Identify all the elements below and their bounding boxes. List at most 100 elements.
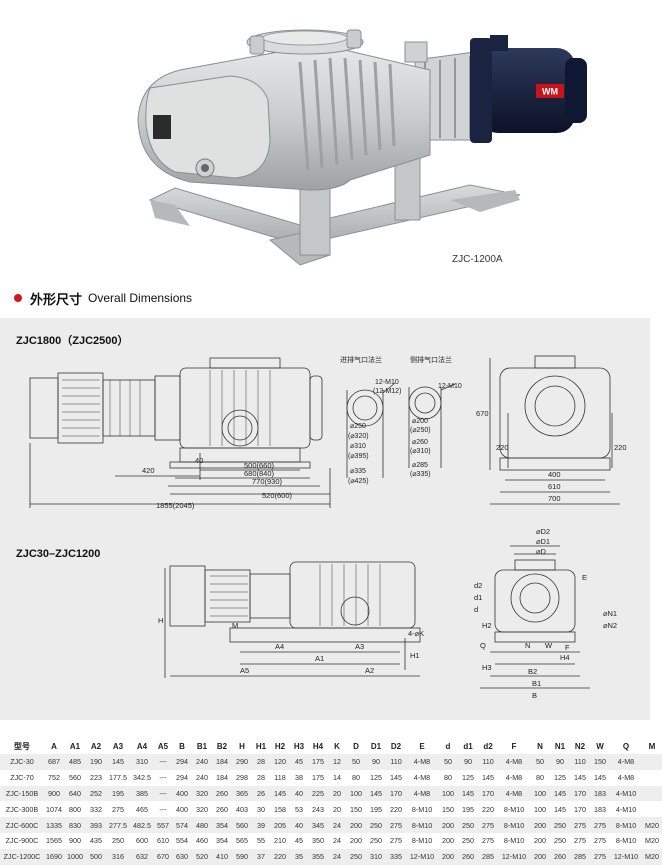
table-cell: 90 bbox=[366, 754, 386, 770]
table-cell: 220 bbox=[386, 801, 406, 818]
table-cell: 200 bbox=[346, 832, 366, 849]
table-cell: 145 bbox=[590, 769, 610, 786]
table-cell: 670 bbox=[154, 848, 172, 865]
table-cell: 460 bbox=[192, 832, 212, 849]
model-cell: ZJC-70 bbox=[0, 769, 44, 786]
table-header: A2 bbox=[86, 738, 106, 754]
table-cell bbox=[642, 785, 662, 802]
table-header: A1 bbox=[64, 738, 86, 754]
table-cell: 354 bbox=[212, 832, 232, 849]
model-cell: ZJC-30 bbox=[0, 754, 44, 770]
table-cell: 275 bbox=[570, 817, 590, 833]
dim-680: 680(840) bbox=[244, 469, 275, 478]
drawing1-title: ZJC1800（ZJC2500） bbox=[16, 335, 129, 347]
table-cell: 39 bbox=[252, 817, 270, 833]
motor-badge-icon bbox=[536, 84, 564, 98]
table-cell: 8-M10 bbox=[498, 832, 530, 849]
table-cell: 145 bbox=[550, 801, 570, 818]
table-cell: 320 bbox=[192, 801, 212, 818]
table-cell: 184 bbox=[212, 769, 232, 786]
table-cell: 260 bbox=[458, 848, 478, 865]
inlet-bolt-spec-alt: (12-M12) bbox=[373, 388, 401, 395]
table-header: D1 bbox=[366, 738, 386, 754]
table-cell: 170 bbox=[478, 785, 498, 802]
table-header: Q bbox=[610, 738, 642, 754]
label-A5: A5 bbox=[240, 666, 249, 675]
table-cell: 240 bbox=[192, 769, 212, 786]
table-cell: 400 bbox=[172, 801, 192, 818]
table-cell: 275 bbox=[590, 832, 610, 849]
label-N: N bbox=[525, 641, 530, 650]
table-header: K bbox=[328, 738, 346, 754]
table-cell: 205 bbox=[270, 817, 290, 833]
table-cell: 50 bbox=[346, 754, 366, 770]
table-cell: 355 bbox=[308, 848, 328, 865]
table-cell: 410 bbox=[212, 848, 232, 865]
side-flange-title: 侧排气口法兰 bbox=[410, 355, 452, 364]
label-M: M bbox=[232, 621, 238, 630]
table-cell: 250 bbox=[550, 832, 570, 849]
table-cell: 574 bbox=[172, 817, 192, 833]
table-cell: 250 bbox=[346, 848, 366, 865]
table-cell: 145 bbox=[570, 769, 590, 786]
table-header: B2 bbox=[212, 738, 232, 754]
table-header: N2 bbox=[570, 738, 590, 754]
table-cell: 752 bbox=[44, 769, 64, 786]
table-cell: 80 bbox=[438, 769, 458, 786]
table-header: B bbox=[172, 738, 192, 754]
dim-500: 500(660) bbox=[244, 461, 275, 470]
table-cell: 4-M8 bbox=[498, 754, 530, 770]
table-cell: 120 bbox=[270, 754, 290, 770]
table-cell: 435 bbox=[86, 832, 106, 849]
label-H3: H3 bbox=[482, 663, 492, 672]
table-cell: 250 bbox=[366, 832, 386, 849]
table-cell: 8-M10 bbox=[498, 801, 530, 818]
product-photo: WM ZJC-1200A bbox=[0, 0, 650, 280]
table-cell: 316 bbox=[106, 848, 130, 865]
label-B: B bbox=[532, 691, 537, 700]
table-cell: 12-M10 bbox=[406, 848, 438, 865]
table-cell: 393 bbox=[86, 817, 106, 833]
table-cell: 200 bbox=[346, 817, 366, 833]
table-cell: 145 bbox=[366, 785, 386, 802]
table-cell: 560 bbox=[64, 769, 86, 786]
table-cell: 177.5 bbox=[106, 769, 130, 786]
table-cell: 210 bbox=[270, 832, 290, 849]
table-cell: 170 bbox=[570, 801, 590, 818]
dimensions-table: 型号 A A1 A2 A3 A4 A5 B B1 B2 H H1 H2 H3 H… bbox=[0, 738, 662, 865]
table-cell: 45 bbox=[290, 754, 308, 770]
dim-420: 420 bbox=[142, 466, 155, 475]
side-d1: ⌀200 bbox=[412, 418, 428, 425]
table-cell: 4-M8 bbox=[498, 769, 530, 786]
table-cell: 250 bbox=[550, 817, 570, 833]
table-cell: 345 bbox=[308, 817, 328, 833]
table-header: H1 bbox=[252, 738, 270, 754]
table-header: d1 bbox=[458, 738, 478, 754]
model-cell: ZJC-150B bbox=[0, 785, 44, 802]
table-cell: 275 bbox=[570, 832, 590, 849]
table-cell: 184 bbox=[212, 754, 232, 770]
label-B2: B2 bbox=[528, 667, 537, 676]
label-Q: Q bbox=[480, 641, 486, 650]
label-H: H bbox=[158, 616, 163, 625]
label-4K: 4-⌀K bbox=[408, 629, 424, 638]
table-cell: 354 bbox=[212, 817, 232, 833]
table-cell: 465 bbox=[130, 801, 154, 818]
table-cell: 830 bbox=[64, 817, 86, 833]
table-cell: 4-M10 bbox=[610, 785, 642, 802]
table-cell: 4-M10 bbox=[610, 801, 642, 818]
table-cell: 310 bbox=[366, 848, 386, 865]
table-cell: M20 bbox=[642, 832, 662, 849]
table-cell: 250 bbox=[366, 817, 386, 833]
table-cell: 145 bbox=[550, 785, 570, 802]
table-cell: 8-M10 bbox=[610, 817, 642, 833]
model-cell: ZJC-900C bbox=[0, 832, 44, 849]
table-cell: 630 bbox=[172, 848, 192, 865]
inlet-d2-alt: (⌀395) bbox=[348, 453, 369, 460]
table-cell: 560 bbox=[232, 817, 252, 833]
table-header: H2 bbox=[270, 738, 290, 754]
table-cell: 158 bbox=[270, 801, 290, 818]
